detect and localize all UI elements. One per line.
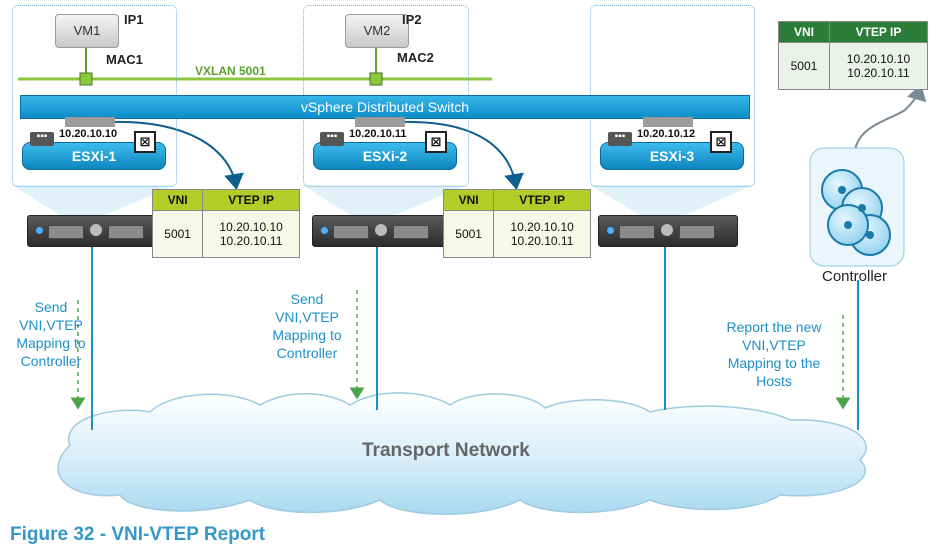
host3-x-icon: ⊠ <box>710 131 732 153</box>
flow-text-line: VNI,VTEP <box>275 309 339 325</box>
server-led <box>36 227 43 234</box>
vtep-ip-entry: 10.20.10.10 <box>219 220 283 234</box>
server-bay <box>333 225 369 239</box>
send-mapping-text-1: Send VNI,VTEP Mapping to Controller <box>6 298 96 370</box>
flow-text-line: VNI,VTEP <box>19 317 83 333</box>
server-bay <box>679 225 715 239</box>
nic-icon: ▪▪▪ <box>30 132 54 146</box>
nic-icon: ▪▪▪ <box>320 132 344 146</box>
figure-caption: Figure 32 - VNI-VTEP Report <box>10 524 266 545</box>
table-vni-cell: 5001 <box>151 210 204 258</box>
controller-to-table-arrow <box>854 84 927 151</box>
host3-vtep-ip: 10.20.10.12 <box>637 128 696 140</box>
table-header-vni: VNI <box>442 189 495 211</box>
flow-text-line: Controller <box>276 345 338 361</box>
host3-switch-uplink <box>643 117 693 127</box>
host1-vtep-ip: 10.20.10.10 <box>59 128 118 140</box>
flow-text-line: Send <box>290 291 324 307</box>
host3-beam <box>590 185 753 215</box>
table-vni-cell: 5001 <box>778 42 830 90</box>
host2-vtep-ip: 10.20.10.11 <box>349 128 407 140</box>
flow-text-line: Mapping to <box>272 327 342 343</box>
server-bay <box>393 225 429 239</box>
host1-x-icon: ⊠ <box>134 131 156 153</box>
vm2-port <box>369 72 383 86</box>
table-vtep-cell: 10.20.10.10 10.20.10.11 <box>828 42 929 90</box>
distributed-switch[interactable]: vSphere Distributed Switch <box>20 95 750 119</box>
nic-icon: ▪▪▪ <box>608 132 632 146</box>
flow-text-line: Controller <box>20 353 82 369</box>
host2-switch-uplink <box>355 117 405 127</box>
server-led <box>607 227 614 234</box>
host2-x-icon: ⊠ <box>425 131 447 153</box>
server-2 <box>312 215 452 247</box>
vm1-ip-label: IP1 <box>124 12 144 27</box>
table-header-vtep: VTEP IP <box>828 21 929 43</box>
vm1-mac-label: MAC1 <box>106 52 143 67</box>
host1-switch-uplink <box>65 117 115 127</box>
vtep-to-table-arrow-2 <box>399 120 524 190</box>
send-mapping-text-2: Send VNI,VTEP Mapping to Controller <box>262 290 352 362</box>
flow-text-line: Mapping to the <box>727 355 821 371</box>
flow-text-line: Report the new <box>726 319 822 335</box>
table-vtep-cell: 10.20.10.10 10.20.10.11 <box>493 210 591 258</box>
vm2-mac-label: MAC2 <box>397 50 434 65</box>
host2-beam <box>303 185 467 215</box>
server-knob <box>661 224 673 236</box>
server-led <box>321 227 328 234</box>
server-knob <box>90 224 102 236</box>
server-1 <box>27 215 167 247</box>
table-header-vni: VNI <box>151 189 204 211</box>
server-bay <box>619 225 655 239</box>
vtep-ip-entry: 10.20.10.10 <box>510 220 574 234</box>
vm1-port <box>79 72 93 86</box>
vxlan-label: VXLAN 5001 <box>195 64 266 78</box>
table-header-vtep: VTEP IP <box>202 189 300 211</box>
vtep-ip-entry: 10.20.10.11 <box>847 66 910 80</box>
server-knob <box>375 224 387 236</box>
vtep-to-table-arrow-1 <box>109 120 244 190</box>
table-header-vni: VNI <box>778 21 830 43</box>
vtep-ip-entry: 10.20.10.10 <box>846 52 911 66</box>
vm2[interactable]: VM2 <box>345 14 409 48</box>
server-bay <box>48 225 84 239</box>
controller-label: Controller <box>822 268 888 285</box>
transport-network-label: Transport Network <box>362 440 530 461</box>
flow-text-line: Hosts <box>756 373 792 389</box>
vtep-table-controller: VNI VTEP IP 5001 10.20.10.10 10.20.10.11 <box>778 21 929 90</box>
vtep-table-host2: VNI VTEP IP 5001 10.20.10.10 10.20.10.11 <box>442 189 591 258</box>
report-mapping-text: Report the new VNI,VTEP Mapping to the H… <box>712 318 836 390</box>
flow-text-line: VNI,VTEP <box>742 337 806 353</box>
transport-network-cloud <box>57 392 867 515</box>
server-3 <box>598 215 738 247</box>
table-vtep-cell: 10.20.10.10 10.20.10.11 <box>202 210 300 258</box>
controller-icon <box>809 147 905 267</box>
flow-text-line: Mapping to <box>16 335 86 351</box>
server-bay <box>108 225 144 239</box>
vm1[interactable]: VM1 <box>55 14 119 48</box>
flow-text-line: Send <box>34 299 68 315</box>
host1-beam <box>12 185 175 215</box>
vm2-ip-label: IP2 <box>402 12 422 27</box>
vtep-table-host1: VNI VTEP IP 5001 10.20.10.10 10.20.10.11 <box>151 189 300 258</box>
table-header-vtep: VTEP IP <box>493 189 591 211</box>
vtep-ip-entry: 10.20.10.11 <box>219 234 283 248</box>
vtep-ip-entry: 10.20.10.11 <box>510 234 574 248</box>
table-vni-cell: 5001 <box>442 210 495 258</box>
